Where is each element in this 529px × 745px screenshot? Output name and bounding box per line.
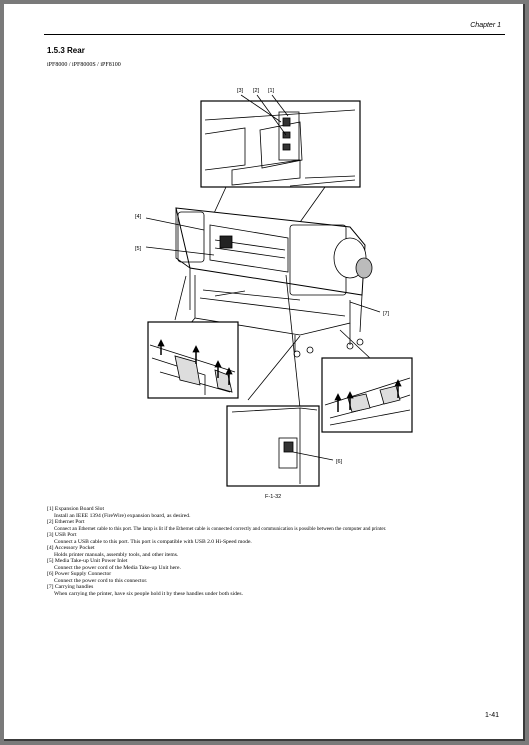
page-number: 1-41	[484, 712, 499, 719]
printer-rear-figure: [3] [2] [1] [4] [5] [7] [6]	[135, 88, 413, 487]
legend-item-desc: Holds printer manuals, assembly tools, a…	[54, 551, 179, 558]
printer-main-body	[175, 207, 373, 358]
legend-item-desc: When carrying the printer, have six peop…	[54, 590, 243, 597]
legend-item-title: [4] Accessory Pocket	[47, 545, 95, 551]
section-title: 1.5.3 Rear	[47, 46, 85, 55]
model-list: iPF8000 / iPF8000S / iPF8100	[47, 62, 121, 68]
legend-item-title: [1] Expansion Board Slot	[47, 506, 105, 512]
legend-list: [1] Expansion Board Slot Install an IEEE…	[47, 506, 517, 597]
figure-caption: F-1-32	[265, 494, 282, 500]
callout-2: [2]	[253, 88, 260, 94]
legend-item-desc: Connect a USB cable to this port. This p…	[54, 538, 252, 545]
legend-item-desc: Install an IEEE 1394 (FireWire) expansio…	[54, 512, 191, 519]
callout-1: [1]	[268, 88, 275, 94]
manual-page: Chapter 1 1.5.3 Rear iPF8000 / iPF8000S …	[4, 4, 525, 741]
legend-item-title: [7] Carrying handles	[47, 584, 94, 590]
callout-3: [3]	[237, 88, 244, 94]
callout-7: [7]	[383, 311, 390, 317]
callout-6: [6]	[336, 459, 343, 465]
header-rule	[44, 34, 505, 35]
legend-item-title: [5] Media Take-up Unit Power Inlet	[47, 558, 128, 564]
legend-item-title: [6] Power Supply Connector	[47, 571, 112, 577]
inset-bottom-power-connector	[226, 405, 334, 487]
legend-item-desc: Connect the power cord to this connector…	[54, 577, 148, 584]
inset-left-handle	[147, 321, 239, 399]
inset-right-handle	[321, 357, 413, 433]
inset-top-rear-panel	[200, 100, 361, 188]
legend-item-title: [2] Ethernet Port	[47, 519, 85, 525]
legend-item-desc: Connect the power cord of the Media Take…	[54, 564, 181, 571]
legend-item-desc: Connect an Ethernet cable to this port. …	[54, 525, 387, 532]
callout-4: [4]	[135, 214, 142, 220]
legend-item-title: [3] USB Port	[47, 532, 77, 538]
callout-5: [5]	[135, 246, 142, 252]
chapter-header: Chapter 1	[470, 22, 501, 29]
